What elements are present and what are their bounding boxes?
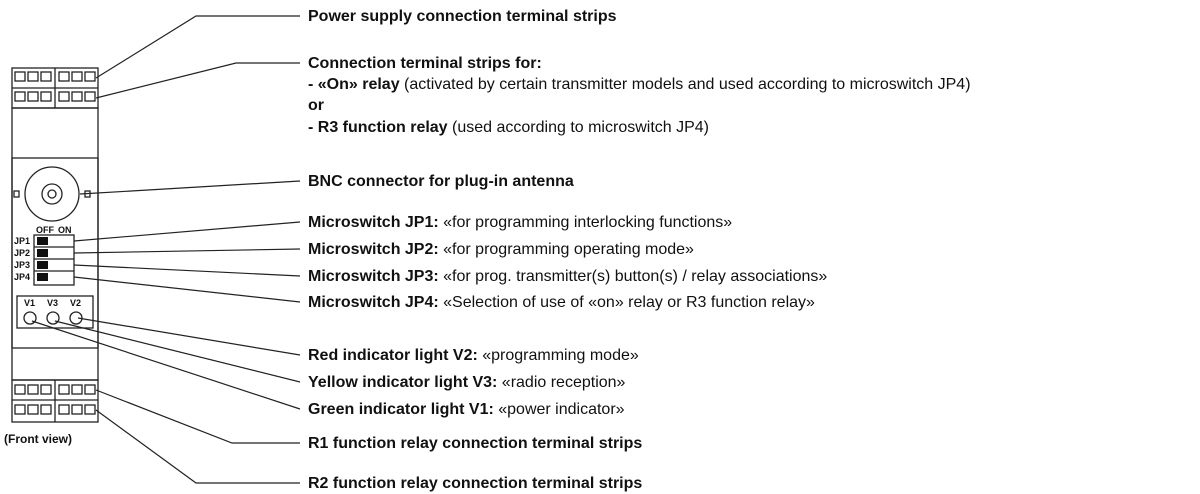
label-jp3: Microswitch JP3: «for prog. transmitter(… [308, 268, 828, 285]
jp2-label: JP2 [14, 248, 31, 258]
leader-lines [31, 15, 301, 484]
label-green-led: Green indicator light V1: «power indicat… [308, 401, 625, 418]
off-label: OFF [36, 225, 54, 235]
label-jp2: Microswitch JP2: «for programming operat… [308, 241, 694, 258]
label-jp1: Microswitch JP1: «for programming interl… [308, 214, 733, 231]
leader-green [31, 320, 301, 410]
leader-jp3 [73, 264, 301, 277]
jp1-label: JP1 [14, 236, 31, 246]
bnc-connector [13, 166, 91, 222]
jp3-label: JP3 [14, 260, 31, 270]
label-r2: R2 function relay connection terminal st… [308, 475, 643, 492]
leader-conn [95, 62, 300, 99]
leader-jp1 [73, 221, 301, 242]
on-label: ON [58, 225, 72, 235]
label-red-led: Red indicator light V2: «programming mod… [308, 347, 639, 364]
jp4-label: JP4 [14, 272, 31, 282]
microswitch-block [33, 234, 75, 286]
label-r3-relay: - R3 function relay (used according to m… [308, 119, 710, 136]
v1-label: V1 [24, 298, 36, 308]
leader-power [95, 15, 300, 79]
label-bnc: BNC connector for plug-in antenna [308, 173, 574, 190]
led-v3 [46, 311, 60, 325]
leader-red [77, 317, 301, 356]
leader-r2 [95, 409, 300, 484]
label-on-relay: - «On» relay (activated by certain trans… [308, 76, 971, 93]
leader-yellow [54, 320, 301, 383]
label-r1: R1 function relay connection terminal st… [308, 435, 643, 452]
label-yellow-led: Yellow indicator light V3: «radio recept… [308, 374, 626, 391]
v3-label: V3 [47, 298, 59, 308]
leader-bnc [79, 180, 301, 195]
bottom-screw-terminals [14, 384, 96, 415]
label-jp4: Microswitch JP4: «Selection of use of «o… [308, 294, 815, 311]
label-connection-title: Connection terminal strips for: [308, 55, 542, 72]
top-screw-terminals [14, 71, 96, 102]
leader-jp2 [73, 248, 301, 254]
label-power: Power supply connection terminal strips [308, 8, 617, 25]
label-or: or [308, 97, 324, 114]
led-v1 [23, 311, 37, 325]
v2-label: V2 [70, 298, 82, 308]
microswitch-levers [37, 237, 48, 281]
leader-jp4 [73, 276, 301, 303]
leader-r1 [95, 389, 300, 444]
led-v2 [69, 311, 83, 325]
front-view-caption: (Front view) [4, 432, 72, 446]
